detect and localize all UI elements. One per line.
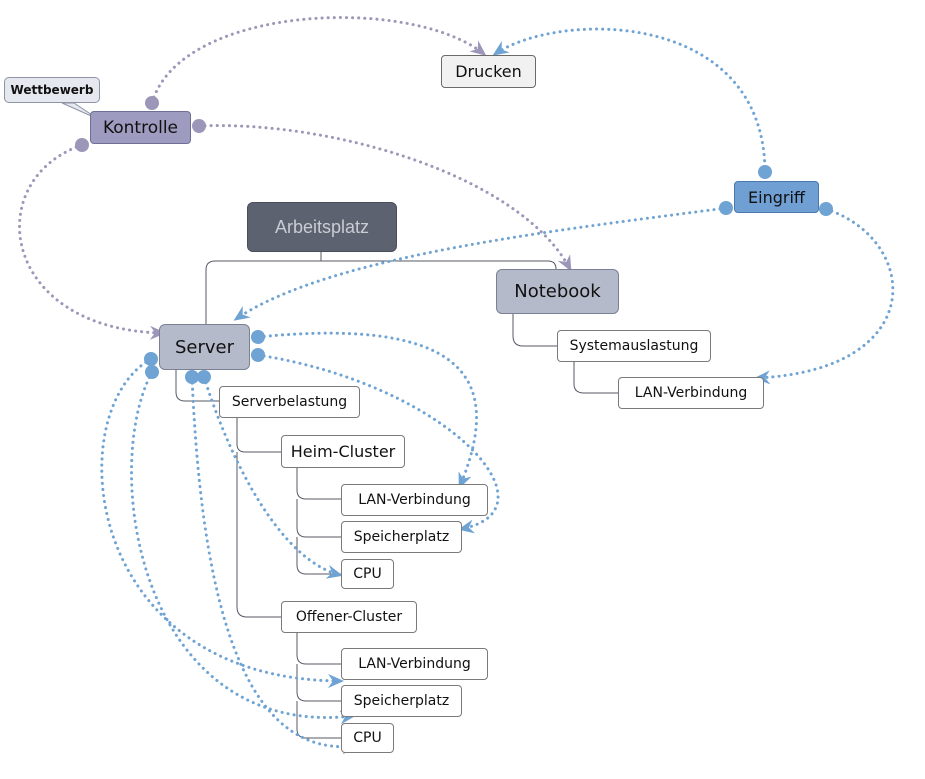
link-kontrolle-drucken <box>150 16 487 105</box>
link-eingriff-drucken <box>492 27 767 175</box>
anchor-dots <box>75 96 833 384</box>
node-kontrolle[interactable]: Kontrolle <box>90 111 191 144</box>
node-arbeitsplatz[interactable]: Arbeitsplatz <box>247 202 397 252</box>
node-offen-lan-verbindung[interactable]: LAN-Verbindung <box>341 648 488 680</box>
link-eingriff-server <box>233 206 728 321</box>
callout-wettbewerb[interactable]: Wettbewerb <box>4 77 100 103</box>
tree-connectors <box>175 252 618 739</box>
node-serverbelastung[interactable]: Serverbelastung <box>219 386 360 418</box>
callout-pointer <box>61 102 99 120</box>
link-kontrolle-notebook <box>197 124 572 272</box>
node-offen-cpu[interactable]: CPU <box>341 723 394 753</box>
node-offen-speicherplatz[interactable]: Speicherplatz <box>341 685 462 717</box>
node-heim-lan-verbindung[interactable]: LAN-Verbindung <box>341 484 488 516</box>
purple-links <box>18 16 572 340</box>
node-eingriff[interactable]: Eingriff <box>734 181 819 213</box>
link-server-offen-cpu <box>190 375 358 755</box>
node-lan-verbindung-notebook[interactable]: LAN-Verbindung <box>618 377 764 409</box>
node-heim-speicherplatz[interactable]: Speicherplatz <box>341 521 462 553</box>
node-drucken[interactable]: Drucken <box>441 55 536 88</box>
node-heim-cluster[interactable]: Heim-Cluster <box>281 435 405 468</box>
link-eingriff-lan <box>754 207 895 385</box>
link-kontrolle-server <box>18 143 166 340</box>
node-offener-cluster[interactable]: Offener-Cluster <box>281 601 417 633</box>
node-notebook[interactable]: Notebook <box>496 269 619 314</box>
node-heim-cpu[interactable]: CPU <box>341 559 394 589</box>
node-systemauslastung[interactable]: Systemauslastung <box>557 330 711 362</box>
link-server-heim-speicher <box>256 353 500 534</box>
blue-links <box>100 27 895 755</box>
node-server[interactable]: Server <box>159 324 250 370</box>
